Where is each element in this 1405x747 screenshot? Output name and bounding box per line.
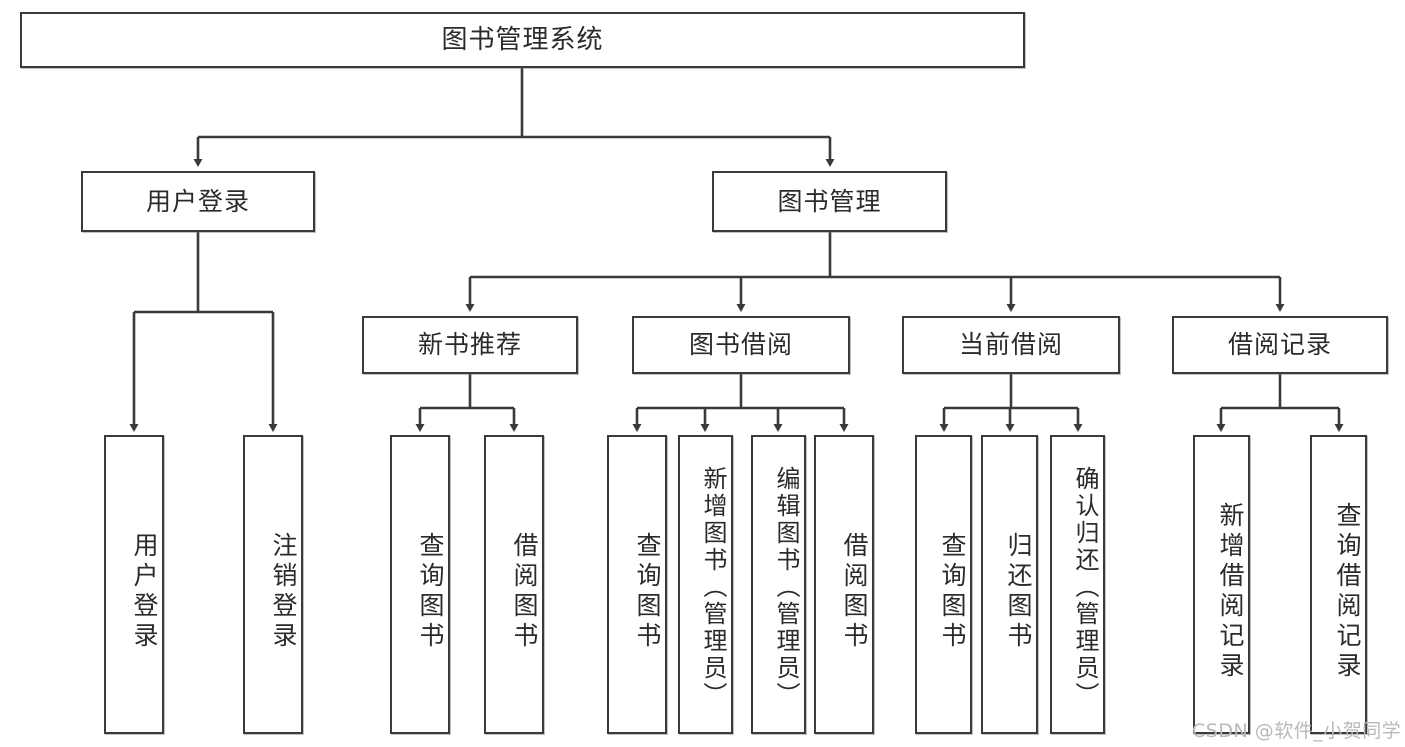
leaf-logout[interactable]: 注销登录	[243, 435, 303, 734]
leaf-edit-book-admin[interactable]: 编辑图书（管理员）	[751, 435, 806, 734]
leaf-query-book-current[interactable]: 查询图书	[915, 435, 972, 734]
node-borrow-record[interactable]: 借阅记录	[1172, 316, 1388, 374]
leaf-borrow-book-borrow[interactable]: 借阅图书	[814, 435, 874, 734]
leaf-query-book-recommend[interactable]: 查询图书	[390, 435, 450, 734]
node-book-borrow[interactable]: 图书借阅	[632, 316, 850, 374]
node-root-system[interactable]: 图书管理系统	[20, 12, 1025, 68]
node-new-book-recommend[interactable]: 新书推荐	[362, 316, 578, 374]
leaf-user-login[interactable]: 用户登录	[104, 435, 164, 734]
leaf-query-borrow-record[interactable]: 查询借阅记录	[1310, 435, 1367, 734]
node-book-manage[interactable]: 图书管理	[712, 171, 947, 232]
leaf-add-borrow-record[interactable]: 新增借阅记录	[1193, 435, 1250, 734]
leaf-confirm-return-admin[interactable]: 确认归还（管理员）	[1050, 435, 1105, 734]
node-current-borrow[interactable]: 当前借阅	[902, 316, 1120, 374]
leaf-return-book[interactable]: 归还图书	[981, 435, 1038, 734]
leaf-query-book-borrow[interactable]: 查询图书	[607, 435, 667, 734]
csdn-watermark: CSDN @软件_小贺同学	[1192, 720, 1402, 742]
leaf-borrow-book-recommend[interactable]: 借阅图书	[484, 435, 544, 734]
leaf-add-book-admin[interactable]: 新增图书（管理员）	[678, 435, 733, 734]
node-user-login[interactable]: 用户登录	[81, 171, 315, 232]
